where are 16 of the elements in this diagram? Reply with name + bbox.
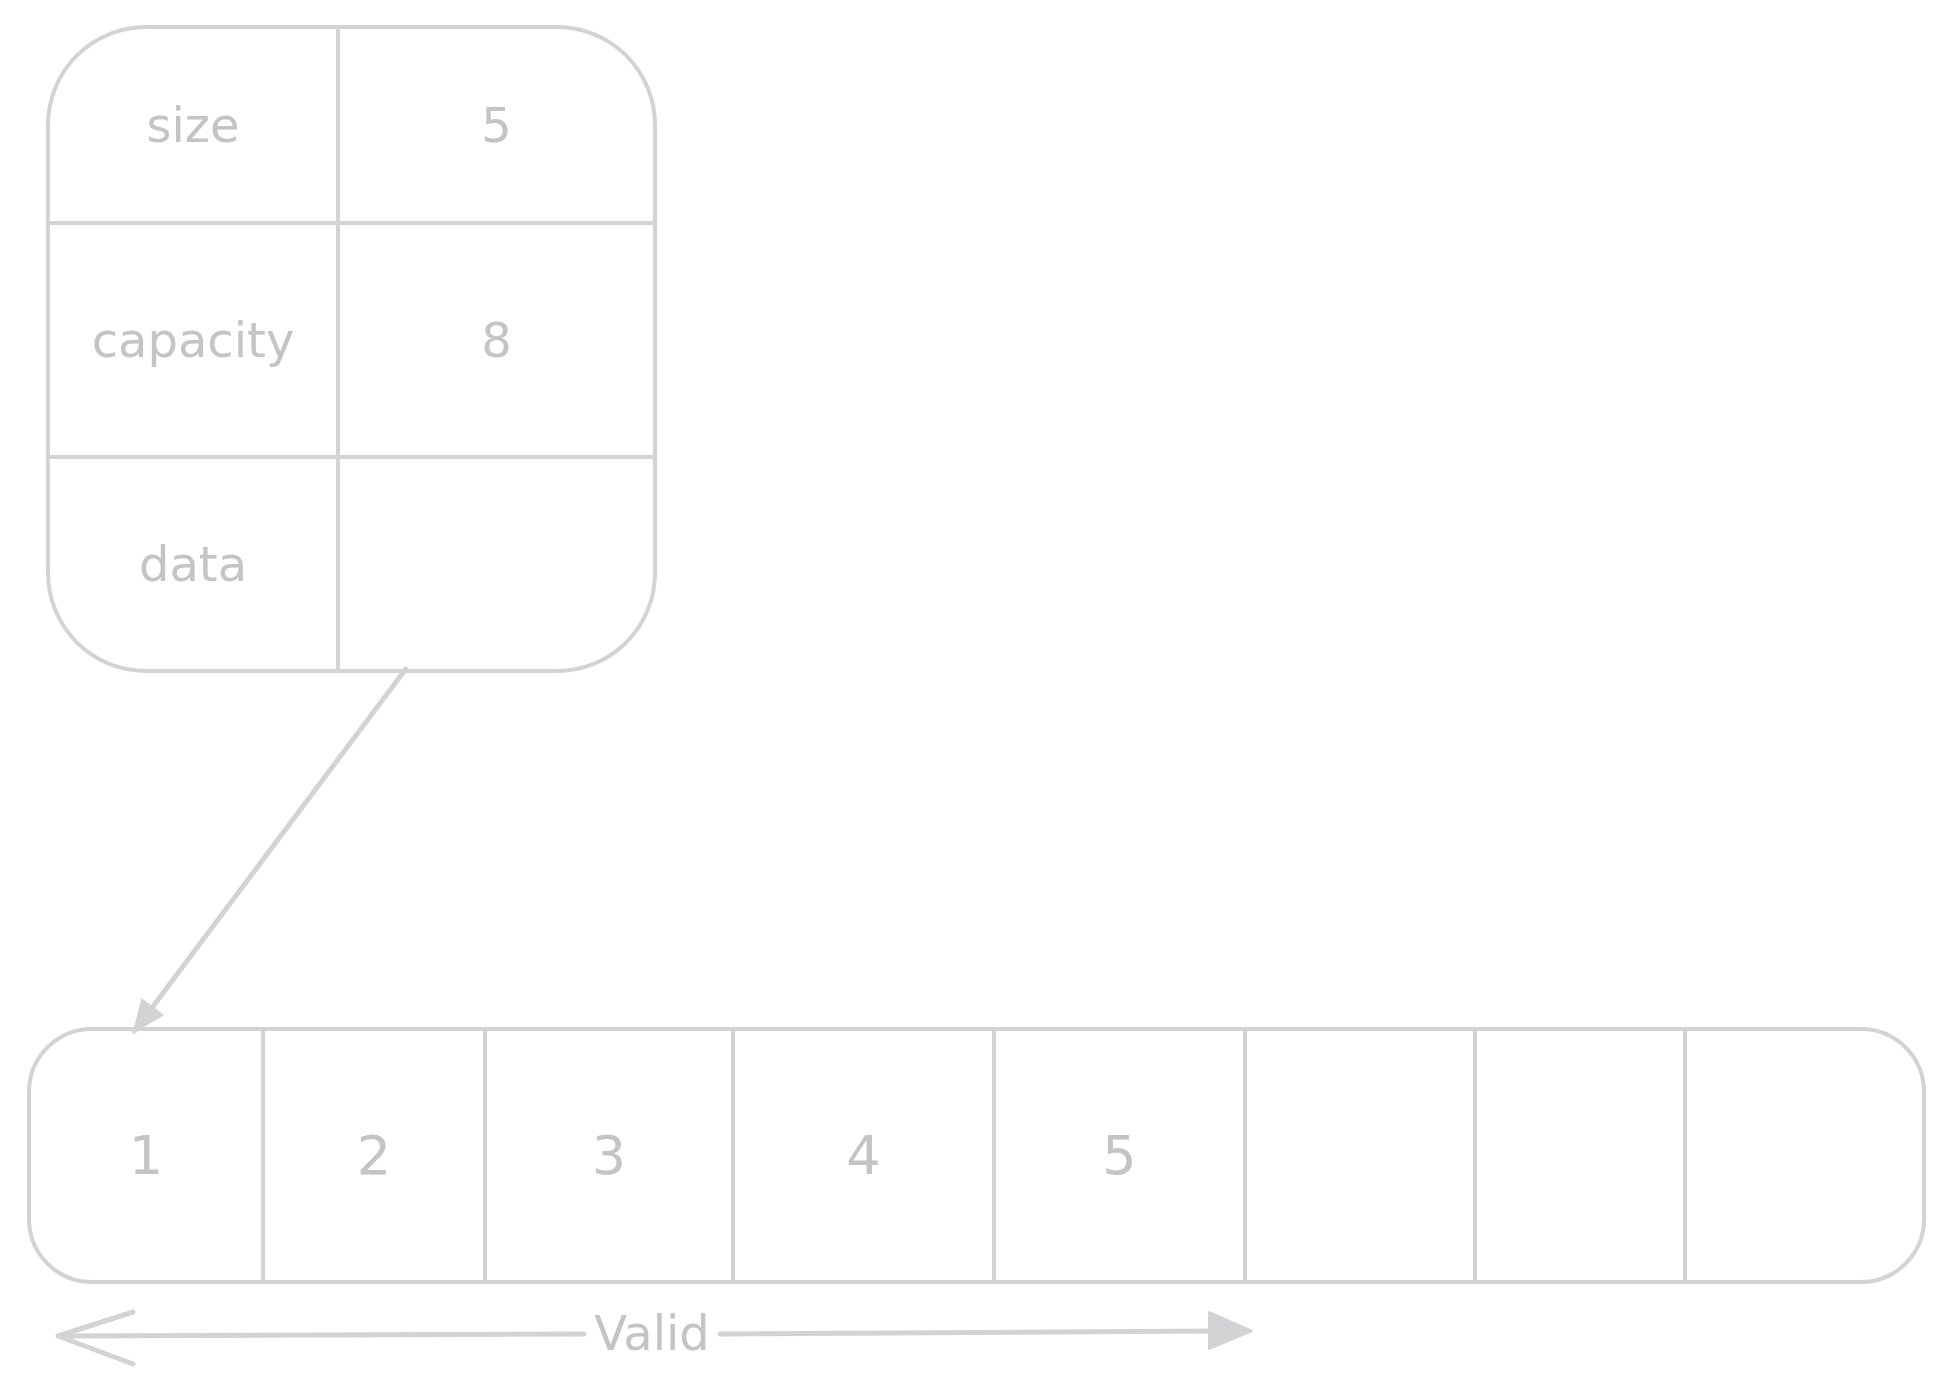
element-value: 2 [356,1125,392,1186]
dimension-label: Valid [594,1306,710,1360]
element-value: 4 [846,1125,881,1186]
field-name: data [138,537,248,591]
element-value: 1 [128,1125,164,1186]
arrow [132,666,409,1034]
field-name: capacity [91,313,295,367]
element-value: 5 [1102,1125,1137,1186]
array-box [27,1027,1926,1284]
struct-box [46,25,657,673]
element-value: 3 [591,1125,627,1186]
table-cell [336,455,653,669]
table-cell [336,221,653,455]
field-value: 5 [481,98,512,152]
field-name: size [146,98,240,152]
field-value: 8 [481,313,512,367]
